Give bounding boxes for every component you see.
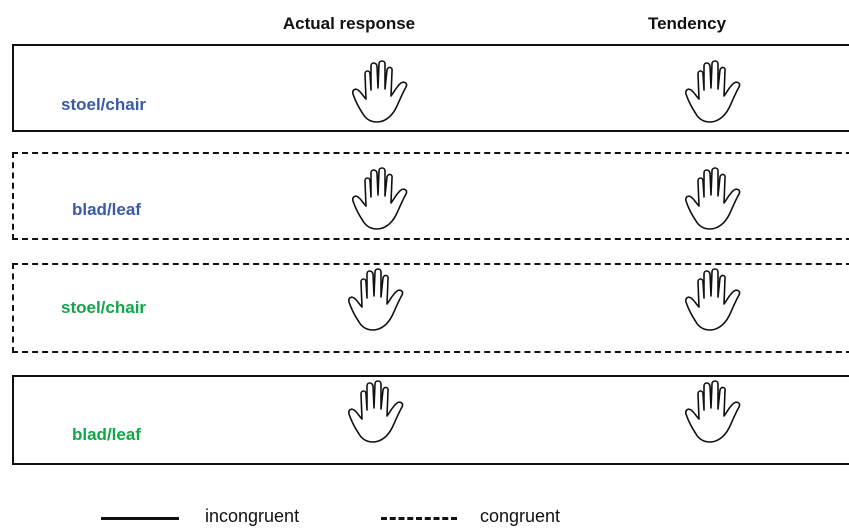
row-label-2: blad/leaf	[72, 200, 141, 219]
row-box-4	[12, 375, 849, 465]
row-label-3: stoel/chair	[61, 298, 147, 317]
legend-dashed-line	[381, 517, 457, 520]
row-box-2	[12, 152, 849, 240]
open-hand-icon	[685, 60, 741, 123]
open-hand-icon	[348, 380, 404, 443]
open-hand-icon	[685, 380, 741, 443]
row-label-4: blad/leaf	[72, 425, 141, 444]
legend-label-congruent: congruent	[480, 506, 561, 526]
open-hand-icon	[685, 167, 741, 230]
row-box-3	[12, 263, 849, 353]
open-hand-icon	[348, 268, 404, 331]
open-hand-icon	[352, 167, 408, 230]
column-header-tendency: Tendency	[647, 14, 727, 33]
row-box-1	[12, 44, 849, 132]
column-header-actual-response: Actual response	[282, 14, 416, 33]
row-label-1: stoel/chair	[61, 95, 147, 114]
legend-solid-line	[101, 517, 179, 520]
open-hand-icon	[352, 60, 408, 123]
open-hand-icon	[685, 268, 741, 331]
legend-label-incongruent: incongruent	[205, 506, 300, 526]
